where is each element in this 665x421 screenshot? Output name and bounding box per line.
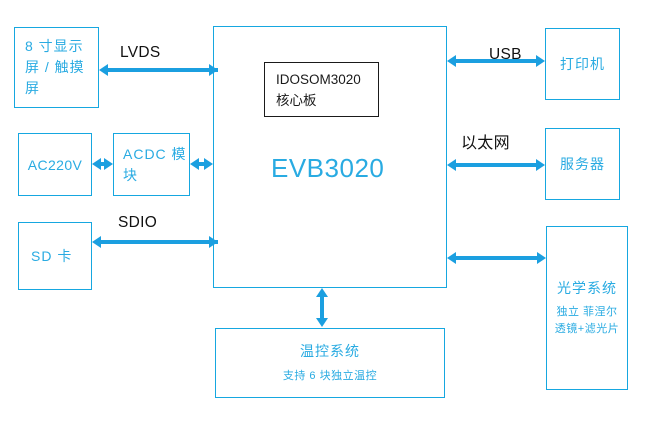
node-optical-system[interactable]: 光学系统 独立 菲涅尔 透镜+滤光片: [546, 226, 628, 390]
connector-ethernet-arrowhead-right: [536, 159, 545, 171]
connector-thermal-arrowhead-down: [316, 318, 328, 327]
connector-ethernet-arrowhead-left: [447, 159, 456, 171]
node-server-label: 服务器: [560, 155, 605, 172]
connector-lvds-arrowhead-left: [99, 64, 108, 76]
connector-sdio-arrowhead-right: [209, 236, 218, 248]
connector-optical-arrowhead-left: [447, 252, 456, 264]
node-thermal-title: 温控系统: [300, 342, 360, 359]
connector-ac-power: [101, 162, 106, 166]
node-ac220v-label: AC220V: [27, 156, 83, 173]
connector-optical-arrowhead-right: [537, 252, 546, 264]
connector-sdio: [101, 240, 218, 244]
connector-lvds-label: LVDS: [120, 44, 161, 61]
node-acdc-module[interactable]: ACDC 模 块: [113, 133, 190, 196]
node-printer[interactable]: 打印机: [545, 28, 620, 100]
core-module-line1: IDOSOM3020: [276, 72, 361, 87]
connector-optical: [456, 256, 541, 260]
node-acdc-line1: ACDC 模: [123, 145, 187, 162]
connector-usb-arrowhead-right: [536, 55, 545, 67]
connector-ac-power-arrowhead-right: [104, 158, 113, 170]
node-thermal-control[interactable]: 温控系统 支持 6 块独立温控: [215, 328, 445, 398]
node-display[interactable]: 8 寸显示 屏 / 触摸 屏: [14, 27, 99, 108]
connector-ac-power-arrowhead-left: [92, 158, 101, 170]
connector-dc-power-arrowhead-right: [204, 158, 213, 170]
connector-thermal: [320, 297, 324, 319]
connector-usb-label: USB: [489, 46, 522, 63]
node-ac220v[interactable]: AC220V: [18, 133, 92, 196]
node-server[interactable]: 服务器: [545, 128, 620, 200]
main-block-title: EVB3020: [271, 153, 385, 183]
node-printer-label: 打印机: [560, 55, 605, 72]
connector-lvds-arrowhead-right: [209, 64, 218, 76]
connector-usb: [456, 59, 540, 63]
connector-lvds: [108, 68, 218, 72]
connector-sdio-arrowhead-left: [92, 236, 101, 248]
connector-dc-power-arrowhead-left: [190, 158, 199, 170]
connector-ethernet: [456, 163, 540, 167]
connector-thermal-arrowhead-up: [316, 288, 328, 297]
connector-ethernet-label: 以太网: [461, 135, 510, 152]
node-display-line3: 屏: [25, 80, 40, 96]
node-optical-title: 光学系统: [557, 279, 617, 296]
node-sd-card-label: SD 卡: [31, 247, 73, 264]
connector-usb-arrowhead-left: [447, 55, 456, 67]
node-display-line1: 8 寸显示: [25, 38, 84, 54]
node-optical-sub2: 透镜+滤光片: [554, 323, 620, 335]
node-sd-card[interactable]: SD 卡: [18, 222, 92, 290]
node-optical-sub1: 独立 菲涅尔: [556, 305, 618, 318]
connector-dc-power: [199, 162, 205, 166]
node-acdc-line2: 块: [123, 166, 138, 183]
node-display-line2: 屏 / 触摸: [25, 59, 85, 75]
node-thermal-sub1: 支持 6 块独立温控: [282, 369, 378, 382]
core-module-line2: 核心板: [276, 92, 317, 108]
core-module-idosom3020: IDOSOM3020 核心板: [264, 62, 379, 117]
connector-sdio-label: SDIO: [118, 214, 158, 231]
